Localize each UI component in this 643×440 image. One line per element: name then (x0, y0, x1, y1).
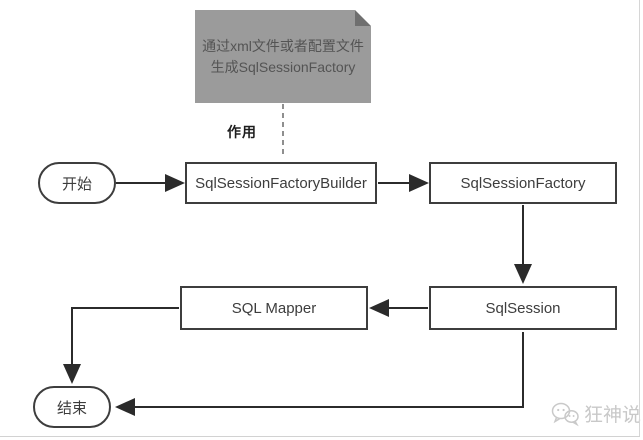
wechat-icon (551, 402, 579, 426)
note-text-line1: 通过xml文件或者配置文件 (202, 37, 364, 54)
note-folded-corner-icon (355, 10, 371, 26)
node-start: 开始 (38, 162, 116, 204)
note-box: 通过xml文件或者配置文件 生成SqlSessionFactory (195, 10, 371, 103)
node-sqlsession: SqlSession (429, 286, 617, 330)
image-bottom-border (0, 436, 640, 437)
image-right-border (639, 0, 640, 437)
watermark: 狂神说 (550, 400, 641, 427)
node-sql-mapper: SQL Mapper (180, 286, 368, 330)
node-sqlsessionfactorybuilder: SqlSessionFactoryBuilder (185, 162, 377, 204)
node-sqlsessionfactory: SqlSessionFactory (429, 162, 617, 204)
note-connector-label: 作用 (227, 124, 257, 140)
arrow-session-to-end (115, 332, 524, 416)
node-end: 结束 (33, 386, 111, 428)
note-text-line2: 生成SqlSessionFactory (210, 58, 356, 75)
arrow-mapper-to-end (63, 307, 179, 384)
watermark-text: 狂神说 (584, 405, 642, 426)
